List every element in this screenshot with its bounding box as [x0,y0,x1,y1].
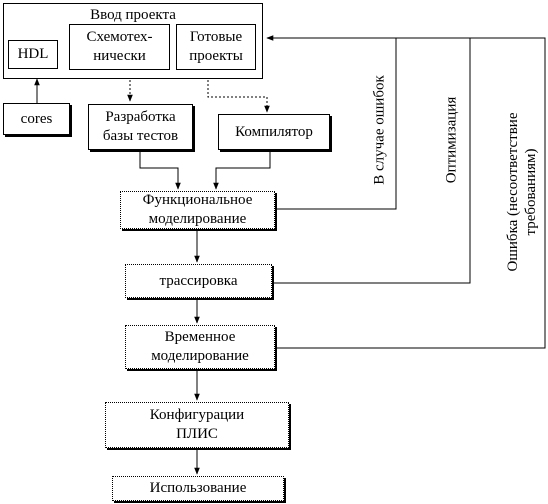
feedback-errors-label: В случае ошибок [371,75,388,185]
usage-label: Использование [149,480,247,496]
ready-projects-box: Готовые проекты [176,24,256,70]
project-input-title: Ввод проекта [90,7,176,23]
cores-label: cores [20,110,53,127]
fpga-configuration-box: Конфигурации ПЛИС [105,402,289,448]
feedback-mismatch-label: Ошибка (несоответствие требованиям) [505,112,539,272]
compiler-to-functional-arrow [213,150,271,190]
feedback-optimization-line [272,38,471,284]
feedback-errors-line [275,38,397,210]
compiler-label: Компилятор [235,123,313,140]
schematic-box: Схемотех- нически [69,24,170,70]
timing-modelling-label: Временное моделирование [151,329,249,364]
ready-projects-label: Готовые проекты [189,29,243,64]
cores-box: cores [3,103,70,135]
input-to-compiler-arrow [207,80,270,113]
tests-to-functional-arrow [139,150,181,190]
functional-modelling-label: Функциональное моделирование [142,192,253,227]
hdl-box: HDL [8,40,58,69]
test-development-label: Разработка базы тестов [102,109,179,144]
feedback-mismatch-line [266,35,546,349]
schematic-label: Схемотех- нически [86,29,153,64]
timing-modelling-box: Временное моделирование [125,325,275,369]
compiler-box: Компилятор [218,114,330,150]
fpga-configuration-label: Конфигурации ПЛИС [149,407,245,442]
routing-box: трассировка [125,264,272,298]
test-development-box: Разработка базы тестов [88,104,193,150]
feedback-optimization-label: Оптимизация [443,96,460,184]
hdl-label: HDL [17,46,49,62]
routing-label: трассировка [159,272,238,289]
usage-box: Использование [112,476,284,501]
functional-modelling-box: Функциональное моделирование [120,191,275,229]
